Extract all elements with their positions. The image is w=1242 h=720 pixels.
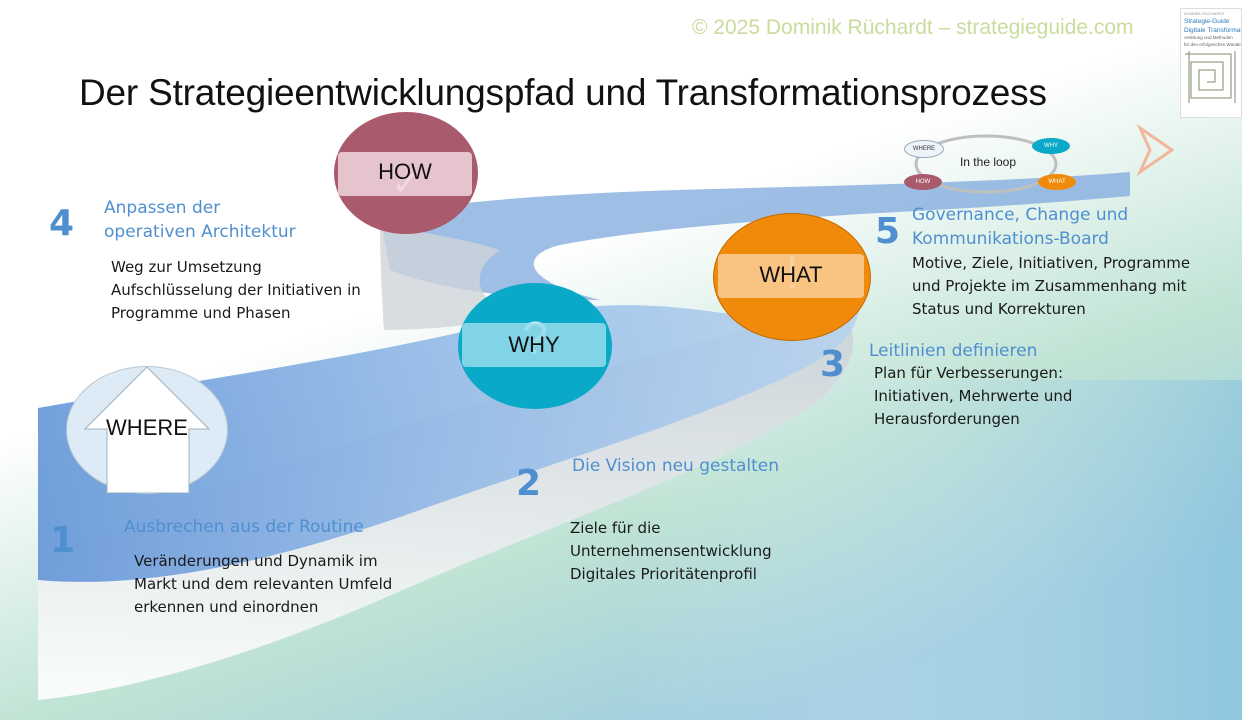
loop-what: WHAT <box>1038 174 1076 190</box>
step-1-heading-line: Ausbrechen aus der Routine <box>124 517 364 537</box>
step-5-heading-line: Kommunikations-Board <box>912 229 1109 249</box>
step-4-heading-line: Anpassen der <box>104 198 221 218</box>
step-5-heading-line: Governance, Change und <box>912 205 1129 225</box>
step-1-line: Markt und dem relevanten Umfeld <box>134 575 393 593</box>
step-2-line: Unternehmensentwicklung <box>570 542 772 560</box>
loop-why: WHY <box>1032 138 1070 154</box>
house-icon <box>83 367 211 493</box>
book-title: Strategie-Guide <box>1184 18 1230 25</box>
where-label: WHERE <box>106 415 188 440</box>
step-5-line: Motive, Ziele, Initiativen, Programme <box>912 254 1191 272</box>
step-3-heading-line: Leitlinien definieren <box>869 341 1038 361</box>
book-subtitle-2: für den erfolgreichen Wandel <box>1184 42 1242 47</box>
loop-label: In the loop <box>959 155 1017 169</box>
why-badge: ? WHY <box>458 283 612 409</box>
step-1-heading: Ausbrechen aus der Routine <box>124 515 364 539</box>
loop-ring-icon <box>914 134 1058 194</box>
loop-diagram: WHERE WHY HOW WHAT In the loop <box>900 132 1080 196</box>
what-label: WHAT <box>718 254 864 298</box>
step-5-heading: Governance, Change und Kommunikations-Bo… <box>912 203 1128 251</box>
step-3-text: Plan für Verbesserungen: Initiativen, Me… <box>874 362 1072 431</box>
where-badge: WHERE <box>66 366 228 494</box>
step-2-number: 2 <box>516 463 542 504</box>
step-3-line: Herausforderungen <box>874 410 1020 428</box>
what-badge: ! WHAT <box>713 213 871 341</box>
page-title: Der Strategieentwicklungspfad und Transf… <box>79 72 1047 113</box>
step-5-text: Motive, Ziele, Initiativen, Programme un… <box>912 252 1190 321</box>
step-4-text: Weg zur Umsetzung Aufschlüsselung der In… <box>111 256 361 325</box>
book-subtitle: Anleitung und Methoden <box>1184 35 1233 40</box>
how-badge: ✓ HOW <box>334 112 478 234</box>
loop-how: HOW <box>904 174 942 190</box>
step-2-heading: Die Vision neu gestalten <box>572 454 779 478</box>
loop-where: WHERE <box>904 140 944 158</box>
step-3-number: 3 <box>820 344 846 385</box>
step-2-heading-line: Die Vision neu gestalten <box>572 456 780 476</box>
book-cover-image: DOMINIK RÜCHARDT Strategie-Guide Digital… <box>1180 8 1242 118</box>
how-label: HOW <box>338 152 472 196</box>
why-label: WHY <box>462 323 606 367</box>
step-5-number: 5 <box>875 211 901 252</box>
step-4-heading-line: operativen Architektur <box>104 222 296 242</box>
step-1-line: erkennen und einordnen <box>134 598 319 616</box>
step-2-line: Digitales Prioritätenprofil <box>570 565 757 583</box>
book-title-2: Digitale Transformation <box>1184 27 1241 34</box>
step-5-line: und Projekte im Zusammenhang mit <box>912 277 1187 295</box>
step-1-line: Veränderungen und Dynamik im <box>134 552 378 570</box>
step-5-line: Status und Korrekturen <box>912 300 1086 318</box>
step-4-heading: Anpassen der operativen Architektur <box>104 196 296 244</box>
step-4-number: 4 <box>49 203 75 244</box>
step-1-number: 1 <box>50 520 76 561</box>
book-author: DOMINIK RÜCHARDT <box>1184 11 1225 16</box>
copyright-notice: © 2025 Dominik Rüchardt – strategieguide… <box>692 16 1134 39</box>
step-3-line: Initiativen, Mehrwerte und <box>874 387 1073 405</box>
step-1-text: Veränderungen und Dynamik im Markt und d… <box>134 550 392 619</box>
step-3-heading: Leitlinien definieren <box>869 339 1037 363</box>
maze-icon <box>1185 51 1236 103</box>
step-4-line: Programme und Phasen <box>111 304 291 322</box>
step-2-line: Ziele für die <box>570 519 661 537</box>
step-2-text: Ziele für die Unternehmensentwicklung Di… <box>570 517 772 586</box>
step-4-line: Weg zur Umsetzung <box>111 258 262 276</box>
step-3-line: Plan für Verbesserungen: <box>874 364 1063 382</box>
step-4-line: Aufschlüsselung der Initiativen in <box>111 281 361 299</box>
